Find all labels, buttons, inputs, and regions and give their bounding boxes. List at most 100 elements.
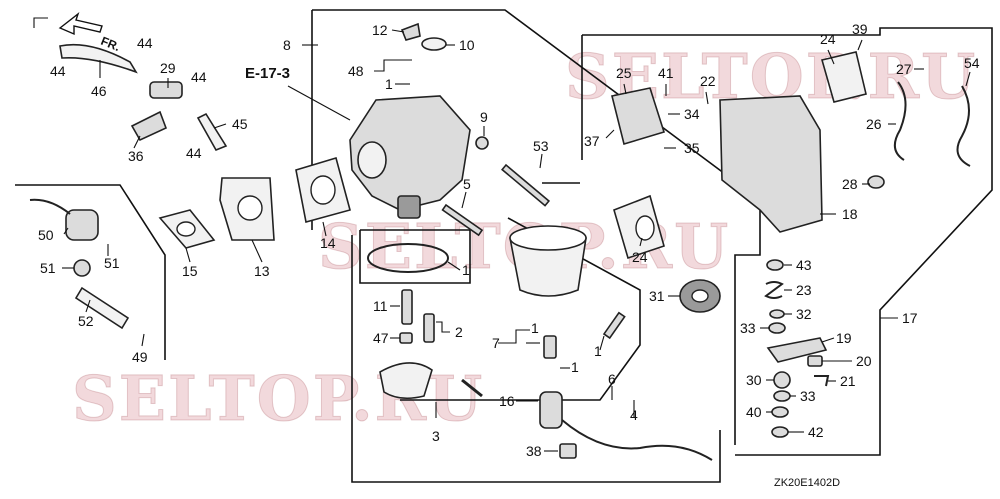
callout-51: 51 xyxy=(40,260,56,276)
callout-3: 3 xyxy=(432,428,440,444)
frame-carburetor-bottom xyxy=(351,235,721,483)
drawing-code: ZK20E1402D xyxy=(774,477,840,489)
callout-44: 44 xyxy=(50,63,66,79)
carburetor-throat xyxy=(357,141,387,179)
callout-1: 1 xyxy=(462,262,470,278)
callout-9: 9 xyxy=(480,109,488,125)
callout-53: 53 xyxy=(533,138,549,154)
callout-32: 32 xyxy=(796,306,812,322)
callout-46: 46 xyxy=(91,83,107,99)
tube-45 xyxy=(196,112,228,152)
carburetor-body xyxy=(349,95,471,211)
callout-7: 7 xyxy=(492,335,500,351)
front-direction-indicator: FR. xyxy=(33,12,122,54)
callout-24: 24 xyxy=(632,249,648,265)
float-pin xyxy=(461,378,483,398)
carburetor-float-chamber-boss xyxy=(397,195,421,219)
callout-24: 24 xyxy=(820,31,836,47)
gasket-24b-port xyxy=(635,215,655,241)
screw-6 xyxy=(602,311,626,340)
callout-19: 19 xyxy=(836,330,852,346)
screw-5 xyxy=(441,203,484,237)
callout-31: 31 xyxy=(649,288,665,304)
callout-41: 41 xyxy=(658,65,674,81)
clip-51 xyxy=(73,259,91,277)
callout-1: 1 xyxy=(531,320,539,336)
callout-43: 43 xyxy=(796,257,812,273)
cap-10 xyxy=(421,37,447,51)
callout-17: 17 xyxy=(902,310,918,326)
callout-36: 36 xyxy=(128,148,144,164)
nut-42 xyxy=(771,426,789,438)
washer-28 xyxy=(867,175,885,189)
jet-11 xyxy=(401,289,413,325)
fuel-valve-29 xyxy=(149,81,183,99)
frame-strainer xyxy=(15,184,166,360)
spring-54 xyxy=(956,85,971,167)
callout-20: 20 xyxy=(856,353,872,369)
callout-38: 38 xyxy=(526,443,542,459)
callout-33: 33 xyxy=(740,320,756,336)
callout-28: 28 xyxy=(842,176,858,192)
group-frames xyxy=(15,9,993,483)
frame-governor xyxy=(582,27,993,456)
callout-4: 4 xyxy=(630,407,638,423)
callout-21: 21 xyxy=(840,373,856,389)
callout-50: 50 xyxy=(38,227,54,243)
callout-39: 39 xyxy=(852,21,868,37)
callout-1: 1 xyxy=(594,343,602,359)
callout-13: 13 xyxy=(254,263,270,279)
spring-26 xyxy=(893,81,907,161)
solenoid-wire xyxy=(561,419,713,461)
nut-20 xyxy=(807,355,823,367)
callout-12: 12 xyxy=(372,22,388,38)
callout-52: 52 xyxy=(78,313,94,329)
direction-bracket xyxy=(33,17,48,28)
callout-16: 16 xyxy=(499,393,515,409)
callout-51: 51 xyxy=(104,255,120,271)
screw-9 xyxy=(475,136,489,150)
callout-44: 44 xyxy=(137,35,153,51)
tube-52 xyxy=(74,286,130,330)
callout-34: 34 xyxy=(684,106,700,122)
callout-45: 45 xyxy=(232,116,248,132)
governor-arm-25 xyxy=(611,87,666,146)
callout-1: 1 xyxy=(571,359,579,375)
pin-21 xyxy=(814,375,830,387)
solenoid-16 xyxy=(539,391,563,429)
callout-15: 15 xyxy=(182,263,198,279)
callout-5: 5 xyxy=(463,176,471,192)
screw-53 xyxy=(501,163,551,207)
callout-11: 11 xyxy=(373,298,388,314)
oring-1 xyxy=(367,243,449,273)
washer-40 xyxy=(771,406,789,418)
callout-35: 35 xyxy=(684,140,700,156)
callout-29: 29 xyxy=(160,60,176,76)
callout-23: 23 xyxy=(796,282,812,298)
callout-33: 33 xyxy=(800,388,816,404)
grommet-31-hole xyxy=(691,289,709,303)
washer-43 xyxy=(766,259,784,271)
drain-screw-7 xyxy=(543,335,557,359)
callout-48: 48 xyxy=(348,63,364,79)
washer-33b xyxy=(773,390,791,402)
callout-labels: 44 44 44 44 46 29 36 45 8 12 10 48 1 9 5… xyxy=(38,21,980,459)
bolt-38 xyxy=(559,443,577,459)
callout-26: 26 xyxy=(866,116,882,132)
float-3 xyxy=(379,362,433,400)
callout-30: 30 xyxy=(746,372,762,388)
control-plate-18 xyxy=(719,95,823,233)
lever-19 xyxy=(766,337,828,363)
callout-18: 18 xyxy=(842,206,858,222)
callout-2: 2 xyxy=(455,324,463,340)
bracket-36 xyxy=(130,110,168,142)
callout-37: 37 xyxy=(584,133,600,149)
callout-42: 42 xyxy=(808,424,824,440)
spring-23 xyxy=(764,281,784,299)
callout-25: 25 xyxy=(616,65,632,81)
callout-44: 44 xyxy=(191,69,207,85)
callout-49: 49 xyxy=(132,349,148,365)
callout-1: 1 xyxy=(385,76,393,92)
strainer-50 xyxy=(65,209,99,241)
